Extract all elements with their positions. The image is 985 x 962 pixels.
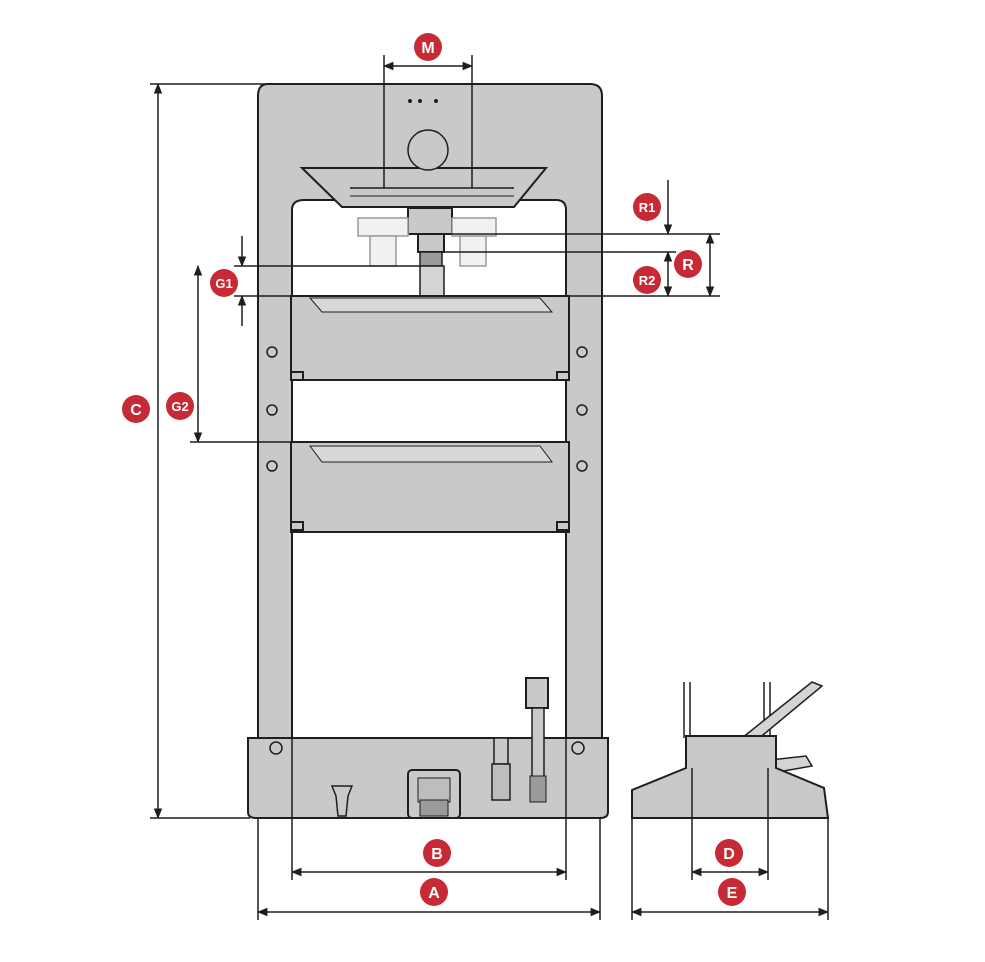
badge-R1: R1: [633, 193, 661, 221]
ram-rod: [417, 233, 445, 253]
frame-holes: [266, 346, 588, 472]
side-lever: [740, 681, 824, 745]
badge-R2: R2: [633, 266, 661, 294]
dimension-lines: [150, 55, 830, 920]
release-valve: [330, 785, 354, 817]
label-D: D: [723, 846, 735, 863]
label-B: B: [431, 846, 443, 863]
ram-tip: [419, 265, 445, 297]
ram-block: [407, 207, 453, 235]
label-G2: G2: [171, 399, 188, 414]
label-E: E: [727, 885, 738, 902]
badge-B: B: [423, 839, 451, 867]
pump-lever-handle: [525, 677, 549, 709]
small-gauge: [493, 737, 509, 765]
label-G1: G1: [215, 276, 232, 291]
label-A: A: [428, 885, 440, 902]
badge-E: E: [718, 878, 746, 906]
badge-R: R: [674, 250, 702, 278]
press-frame-front-view: [247, 83, 609, 819]
label-C: C: [130, 402, 142, 419]
side-base: [631, 735, 830, 819]
ram-thread: [419, 251, 443, 267]
label-M: M: [421, 40, 434, 57]
ghost-tools: [357, 217, 497, 267]
badge-G1: G1: [210, 269, 238, 297]
label-R2: R2: [639, 273, 656, 288]
badge-M: M: [414, 33, 442, 61]
label-R1: R1: [639, 200, 656, 215]
label-R: R: [682, 257, 694, 274]
badge-D: D: [715, 839, 743, 867]
press-side-view: [631, 681, 830, 819]
badge-A: A: [420, 878, 448, 906]
cylinder-top: [407, 129, 449, 171]
badge-G2: G2: [166, 392, 194, 420]
badge-C: C: [122, 395, 150, 423]
